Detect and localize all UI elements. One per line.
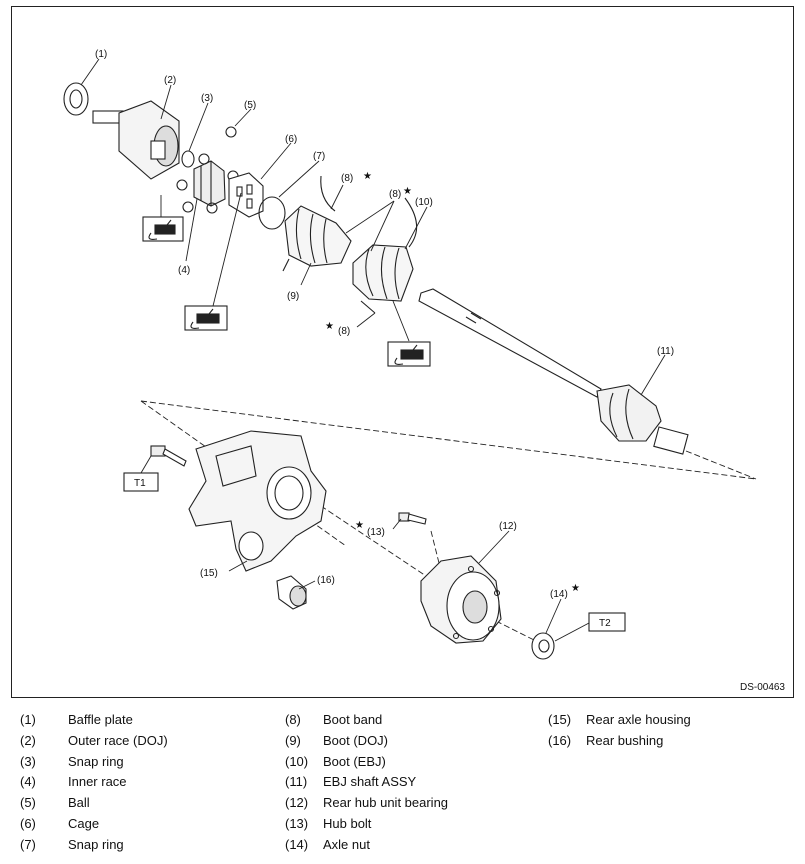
- snap-ring-2-part: [258, 196, 286, 230]
- legend-item: (14)Axle nut: [285, 836, 370, 852]
- callout-14: (14): [550, 589, 568, 600]
- callout-12: (12): [499, 521, 517, 532]
- figure-code: DS-00463: [739, 682, 785, 693]
- star-mark: ★: [355, 520, 364, 531]
- legend-column-1: (1)Baffle plate (2)Outer race (DOJ) (3)S…: [20, 710, 168, 856]
- outer-race-part: [92, 100, 180, 180]
- boot-ebj-part: [352, 197, 418, 314]
- callout-15: (15): [200, 568, 218, 579]
- torque-box-t2: [588, 612, 626, 632]
- legend-item: (1)Baffle plate: [20, 712, 133, 727]
- legend-item: (8)Boot band: [285, 712, 383, 727]
- legend-item: (10)Boot (EBJ): [285, 753, 386, 769]
- legend-item: (7)Snap ring: [20, 836, 124, 852]
- legend-item: (4)Inner race: [20, 774, 127, 790]
- callout-13: (13): [367, 527, 385, 538]
- legend-item: (16)Rear bushing: [548, 732, 664, 748]
- star-mark: ★: [571, 583, 580, 594]
- callout-11: (11): [657, 346, 674, 357]
- leader-lines: [80, 58, 666, 642]
- legend-item: (13)Hub bolt: [285, 815, 372, 831]
- grease-icon: [387, 341, 431, 367]
- grease-icon: [184, 305, 228, 331]
- callout-9: (9): [287, 291, 299, 302]
- star-mark: ★: [363, 171, 372, 182]
- legend-column-2: (8)Boot band (9)Boot (DOJ) (10)Boot (EBJ…: [285, 710, 448, 856]
- callout-8c: (8): [338, 326, 350, 337]
- hub-bolt-part: [398, 512, 427, 525]
- callout-6: (6): [285, 134, 297, 145]
- parts-legend: (1)Baffle plate (2)Outer race (DOJ) (3)S…: [0, 710, 805, 860]
- legend-item: (9)Boot (DOJ): [285, 732, 389, 748]
- axle-nut-part: [531, 632, 555, 660]
- callout-7: (7): [313, 151, 325, 162]
- callout-3: (3): [201, 93, 213, 104]
- callout-8b: (8): [389, 189, 401, 200]
- legend-item: (11)EBJ shaft ASSY: [285, 774, 417, 790]
- rear-bushing-part: [276, 575, 307, 610]
- torque-label-t2: T2: [599, 618, 611, 629]
- cage-part: [228, 172, 264, 218]
- callout-10: (10): [415, 197, 433, 208]
- legend-item: (15)Rear axle housing: [548, 712, 691, 727]
- torque-label-t1: T1: [134, 478, 146, 489]
- legend-item: (12)Rear hub unit bearing: [285, 795, 449, 811]
- rear-hub-bearing-part: [420, 555, 502, 644]
- ebj-shaft-part: [418, 288, 689, 455]
- knuckle-bolt-part: [150, 445, 187, 467]
- star-mark: ★: [325, 321, 334, 332]
- callout-4: (4): [178, 265, 190, 276]
- star-mark: ★: [403, 186, 412, 197]
- exploded-view-drawing: (1) (2) (3) (4) (5) (6) (7) (8) ★ (8) ★ …: [63, 49, 757, 660]
- inner-race-part: [193, 160, 226, 207]
- diagram-frame: (1) (2) (3) (4) (5) (6) (7) (8) ★ (8) ★ …: [11, 6, 794, 698]
- legend-column-3: (15)Rear axle housing (16)Rear bushing: [548, 710, 691, 752]
- callout-5: (5): [244, 100, 256, 111]
- legend-item: (5)Ball: [20, 795, 90, 811]
- legend-item: (3)Snap ring: [20, 753, 124, 769]
- callout-8a: (8): [341, 173, 353, 184]
- grease-icon: [142, 216, 184, 242]
- boot-doj-part: [282, 175, 352, 272]
- callout-2: (2): [164, 75, 176, 86]
- snap-ring-part: [181, 150, 195, 168]
- callout-16: (16): [317, 575, 335, 586]
- callout-1: (1): [95, 49, 107, 60]
- legend-item: (2)Outer race (DOJ): [20, 732, 168, 748]
- legend-item: (6)Cage: [20, 815, 100, 831]
- rear-axle-housing-part: [188, 430, 327, 572]
- baffle-plate-part: [63, 82, 89, 116]
